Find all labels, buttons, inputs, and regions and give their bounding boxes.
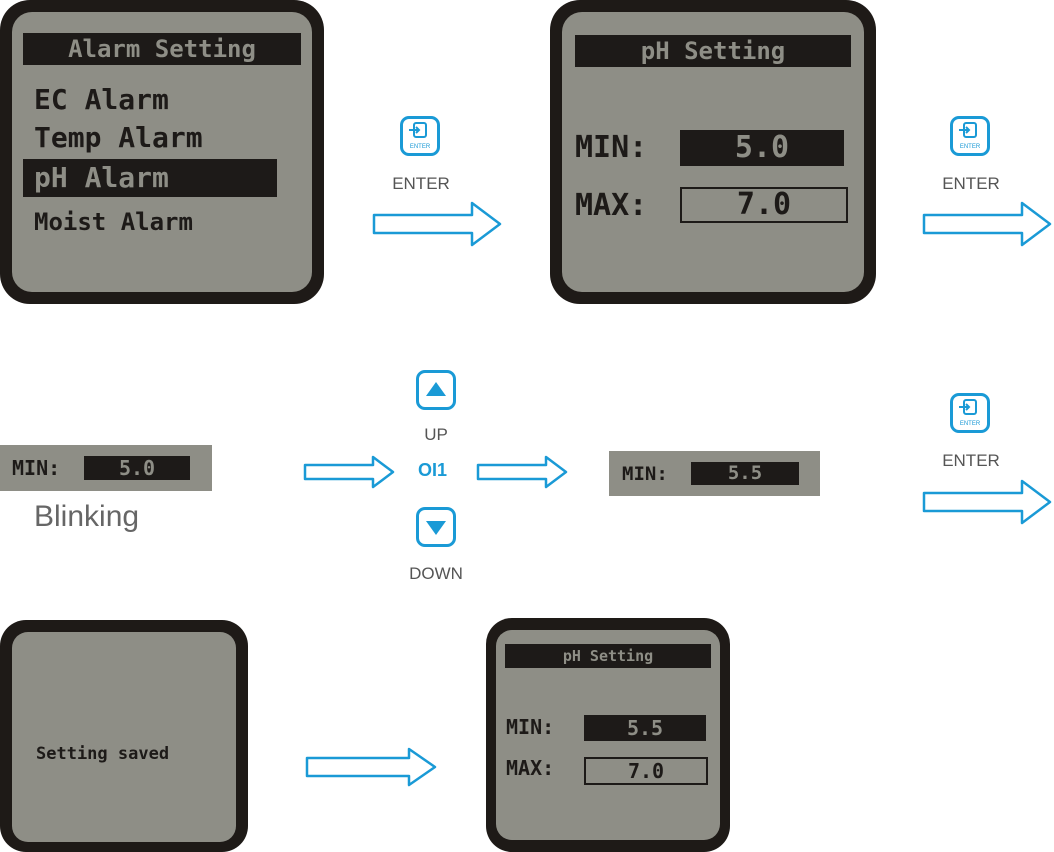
flow-arrow — [476, 455, 568, 489]
up-key-label: UP — [424, 425, 448, 444]
min-label: MIN: — [575, 130, 648, 165]
ph-setting-updated-screen-frame: pH Setting MIN: 5.5 MAX: 7.0 — [486, 618, 730, 852]
blinking-label: Blinking — [34, 500, 140, 533]
alarm-setting-screen: Alarm Setting EC Alarm Temp Alarm pH Ala… — [12, 12, 312, 292]
min-label: MIN: — [12, 456, 61, 480]
enter-key-label: ENTER — [942, 174, 1000, 193]
flow-arrow — [922, 479, 1052, 525]
alarm-setting-title: Alarm Setting — [23, 33, 301, 65]
min-strip-before: MIN: 5.0 — [0, 445, 212, 491]
down-key-label: DOWN — [409, 564, 463, 583]
ph-setting-screen: pH Setting MIN: 5.0 MAX: 7.0 — [562, 12, 864, 292]
enter-key-label: ENTER — [942, 451, 1000, 470]
max-label: MAX: — [506, 756, 555, 780]
menu-item-ph-alarm-selected[interactable]: pH Alarm — [23, 159, 277, 197]
enter-key-label: ENTER — [392, 174, 450, 193]
alarm-setting-screen-frame: Alarm Setting EC Alarm Temp Alarm pH Ala… — [0, 0, 324, 304]
flow-arrow — [372, 201, 502, 247]
ph-setting-updated-screen: pH Setting MIN: 5.5 MAX: 7.0 — [496, 630, 720, 840]
enter-key-icon[interactable]: ENTER — [950, 116, 990, 156]
max-label: MAX: — [575, 188, 648, 223]
max-value-field[interactable]: 7.0 — [584, 757, 708, 785]
menu-item-ec-alarm[interactable]: EC Alarm — [34, 83, 169, 116]
ph-setting-title: pH Setting — [575, 35, 851, 67]
enter-key-text: ENTER — [410, 144, 431, 150]
min-strip-after: MIN: 5.5 — [609, 451, 820, 496]
down-key-icon[interactable] — [416, 507, 456, 547]
ph-setting-title: pH Setting — [505, 644, 711, 668]
flow-arrow — [303, 455, 395, 489]
enter-key-text: ENTER — [960, 144, 981, 150]
max-value-field[interactable]: 7.0 — [680, 187, 848, 223]
min-value-field[interactable]: 5.0 — [680, 130, 844, 166]
up-key-icon[interactable] — [416, 370, 456, 410]
or-label: OI1 — [418, 460, 448, 480]
setting-saved-screen: Setting saved — [12, 632, 236, 842]
setting-saved-message: Setting saved — [36, 744, 170, 764]
enter-key-icon[interactable]: ENTER — [950, 393, 990, 433]
min-label: MIN: — [622, 463, 668, 485]
enter-key-text: ENTER — [960, 421, 981, 427]
min-value-field-blinking[interactable]: 5.0 — [84, 456, 190, 480]
flow-arrow — [922, 201, 1052, 247]
flow-arrow — [305, 747, 437, 787]
enter-key-icon[interactable]: ENTER — [400, 116, 440, 156]
min-value-field[interactable]: 5.5 — [691, 462, 799, 485]
menu-item-temp-alarm[interactable]: Temp Alarm — [34, 121, 203, 154]
setting-saved-screen-frame: Setting saved — [0, 620, 248, 852]
menu-item-moist-alarm[interactable]: Moist Alarm — [34, 208, 193, 236]
min-value-field[interactable]: 5.5 — [584, 715, 706, 741]
ph-setting-screen-frame: pH Setting MIN: 5.0 MAX: 7.0 — [550, 0, 876, 304]
min-label: MIN: — [506, 715, 555, 739]
